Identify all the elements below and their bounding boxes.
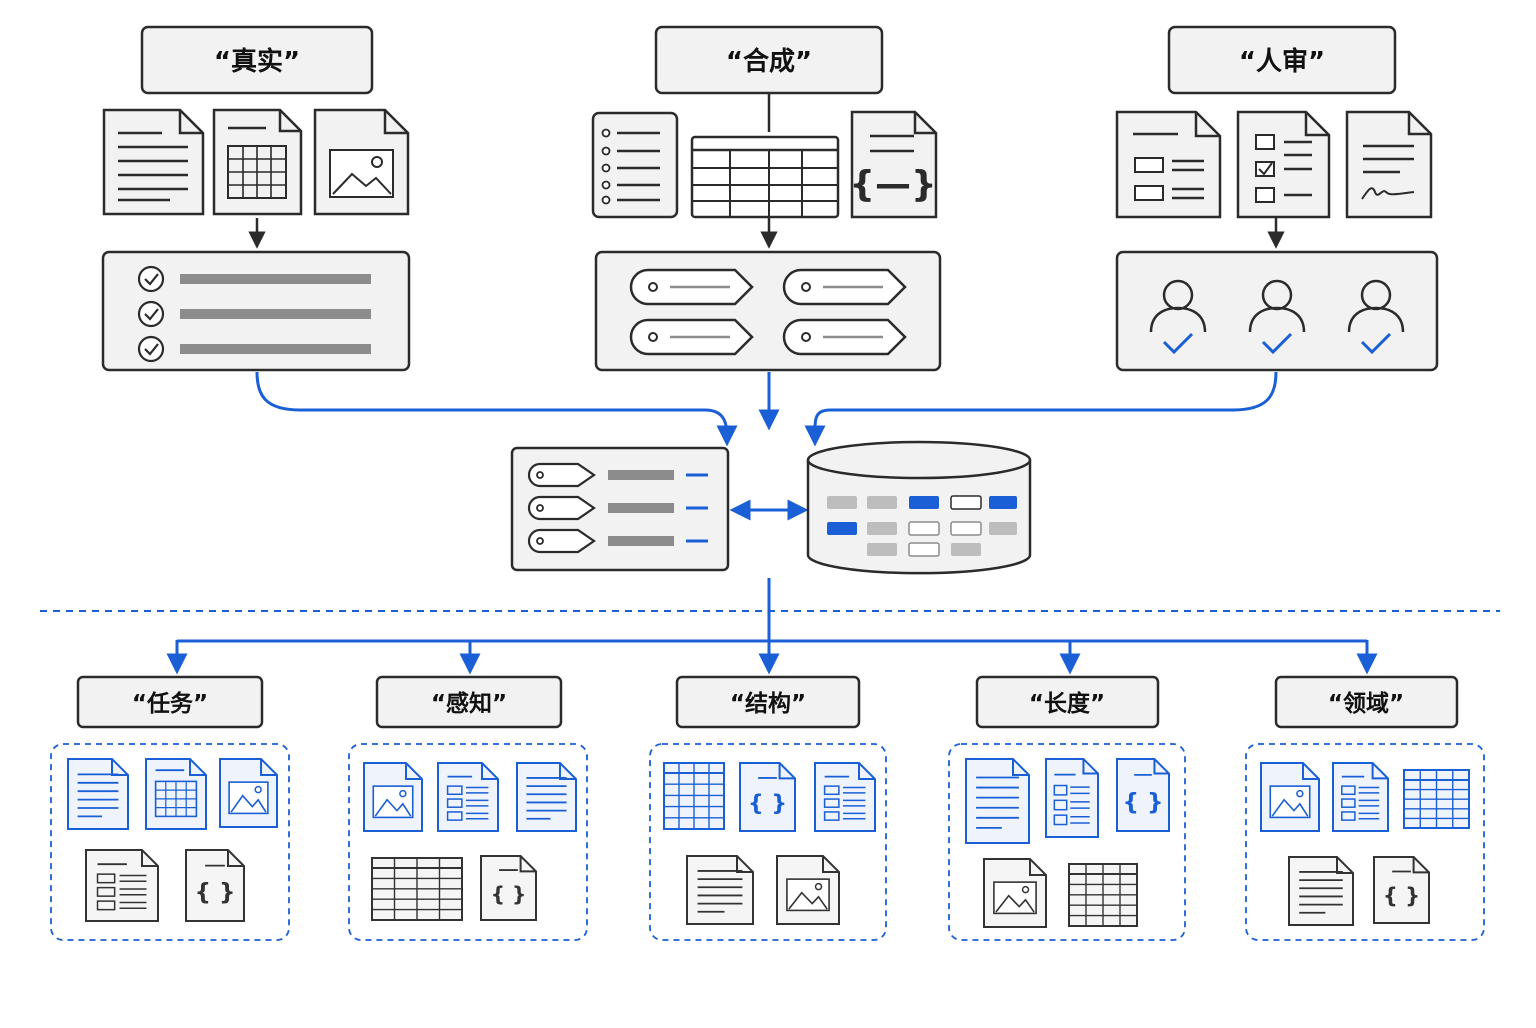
svg-text:{ }: { } bbox=[1123, 789, 1164, 815]
svg-text:“感知”: “感知” bbox=[431, 690, 507, 717]
svg-text:{ }: { } bbox=[1383, 884, 1420, 908]
category-title-task: “任务” bbox=[76, 675, 264, 729]
check-circle-icon bbox=[137, 335, 165, 363]
json-document-icon: { } bbox=[1116, 758, 1170, 832]
real-verified-checklist bbox=[101, 250, 411, 372]
category-bin-task: { } bbox=[50, 743, 290, 941]
synthetic-json-document-icon: {—} bbox=[849, 110, 938, 219]
text-document-icon bbox=[516, 762, 577, 832]
check-circle-icon bbox=[137, 265, 165, 293]
category-title-length: “长度” bbox=[975, 675, 1160, 729]
form-document-icon bbox=[814, 762, 876, 832]
image-document-icon bbox=[776, 855, 840, 925]
text-document-icon bbox=[686, 855, 754, 925]
table-document-icon bbox=[145, 758, 207, 830]
form-document-icon bbox=[437, 762, 499, 832]
image-document-icon bbox=[219, 758, 278, 828]
tag-icon bbox=[527, 528, 596, 554]
human-form-document-icon bbox=[1115, 110, 1222, 219]
source-title-real-text: “真实” bbox=[214, 46, 300, 77]
check-circle-icon bbox=[137, 300, 165, 328]
svg-text:“领域”: “领域” bbox=[1328, 690, 1404, 717]
svg-text:{—}: {—} bbox=[849, 164, 936, 205]
svg-text:{ }: { } bbox=[195, 880, 236, 906]
category-bin-perception: { } bbox=[348, 743, 588, 941]
json-document-icon: { } bbox=[480, 855, 537, 921]
text-document-icon bbox=[965, 758, 1030, 844]
grid-document-icon bbox=[663, 762, 725, 830]
tag-icon bbox=[629, 318, 754, 356]
synthetic-list-document-icon bbox=[591, 111, 679, 219]
tag-icon bbox=[527, 462, 596, 488]
image-document-icon bbox=[363, 762, 423, 832]
source-title-real: “真实” bbox=[140, 25, 374, 95]
category-title-domain: “领域” bbox=[1274, 675, 1459, 729]
form-document-icon bbox=[1332, 762, 1389, 832]
image-document-icon bbox=[1260, 762, 1320, 832]
text-document-icon bbox=[1288, 856, 1354, 926]
grid-document-icon bbox=[1403, 769, 1470, 829]
json-document-icon: { } bbox=[1373, 856, 1430, 924]
json-document-icon: { } bbox=[739, 762, 796, 832]
form-document-icon bbox=[1045, 758, 1099, 838]
real-image-document-icon bbox=[313, 108, 410, 216]
merge-arrow-real bbox=[255, 371, 738, 447]
category-title-structure: “结构” bbox=[675, 675, 861, 729]
real-table-document-icon bbox=[212, 108, 303, 216]
tag-icon bbox=[629, 268, 754, 306]
human-reviewers-box bbox=[1115, 250, 1439, 372]
category-bin-structure: { } bbox=[649, 743, 887, 941]
reviewer-approved-icon bbox=[1248, 279, 1306, 355]
svg-text:“长度”: “长度” bbox=[1029, 690, 1105, 717]
source-title-synthetic: “合成” bbox=[654, 25, 884, 95]
grid-document-icon bbox=[371, 857, 463, 921]
category-bin-length: { } bbox=[948, 743, 1186, 941]
source-title-human: “人审” bbox=[1167, 25, 1397, 95]
human-signed-document-icon bbox=[1345, 110, 1433, 219]
reviewer-approved-icon bbox=[1347, 279, 1405, 355]
text-document-icon bbox=[67, 758, 129, 830]
human-checklist-document-icon bbox=[1236, 110, 1331, 219]
svg-text:“结构”: “结构” bbox=[730, 690, 806, 717]
form-document-icon bbox=[85, 849, 159, 922]
svg-text:{ }: { } bbox=[748, 792, 787, 817]
image-document-icon bbox=[983, 858, 1047, 928]
database-icon bbox=[806, 440, 1032, 575]
tag-icon bbox=[782, 318, 907, 356]
svg-text:“任务”: “任务” bbox=[132, 690, 208, 717]
source-title-human-text: “人审” bbox=[1239, 46, 1325, 77]
category-bin-domain: { } bbox=[1245, 743, 1485, 941]
synthetic-labels-box bbox=[594, 250, 942, 372]
tag-icon bbox=[527, 495, 596, 521]
svg-text:{ }: { } bbox=[491, 882, 526, 906]
category-title-perception: “感知” bbox=[375, 675, 563, 729]
source-title-synthetic-text: “合成” bbox=[726, 46, 812, 77]
tag-icon bbox=[782, 268, 907, 306]
grid-document-icon bbox=[1068, 863, 1138, 927]
synthetic-table-grid-icon bbox=[690, 135, 840, 219]
json-document-icon: { } bbox=[185, 849, 245, 922]
merge-arrow-human bbox=[804, 371, 1278, 447]
label-index-panel bbox=[510, 446, 730, 572]
reviewer-approved-icon bbox=[1149, 279, 1207, 355]
real-text-document-icon bbox=[102, 108, 205, 216]
